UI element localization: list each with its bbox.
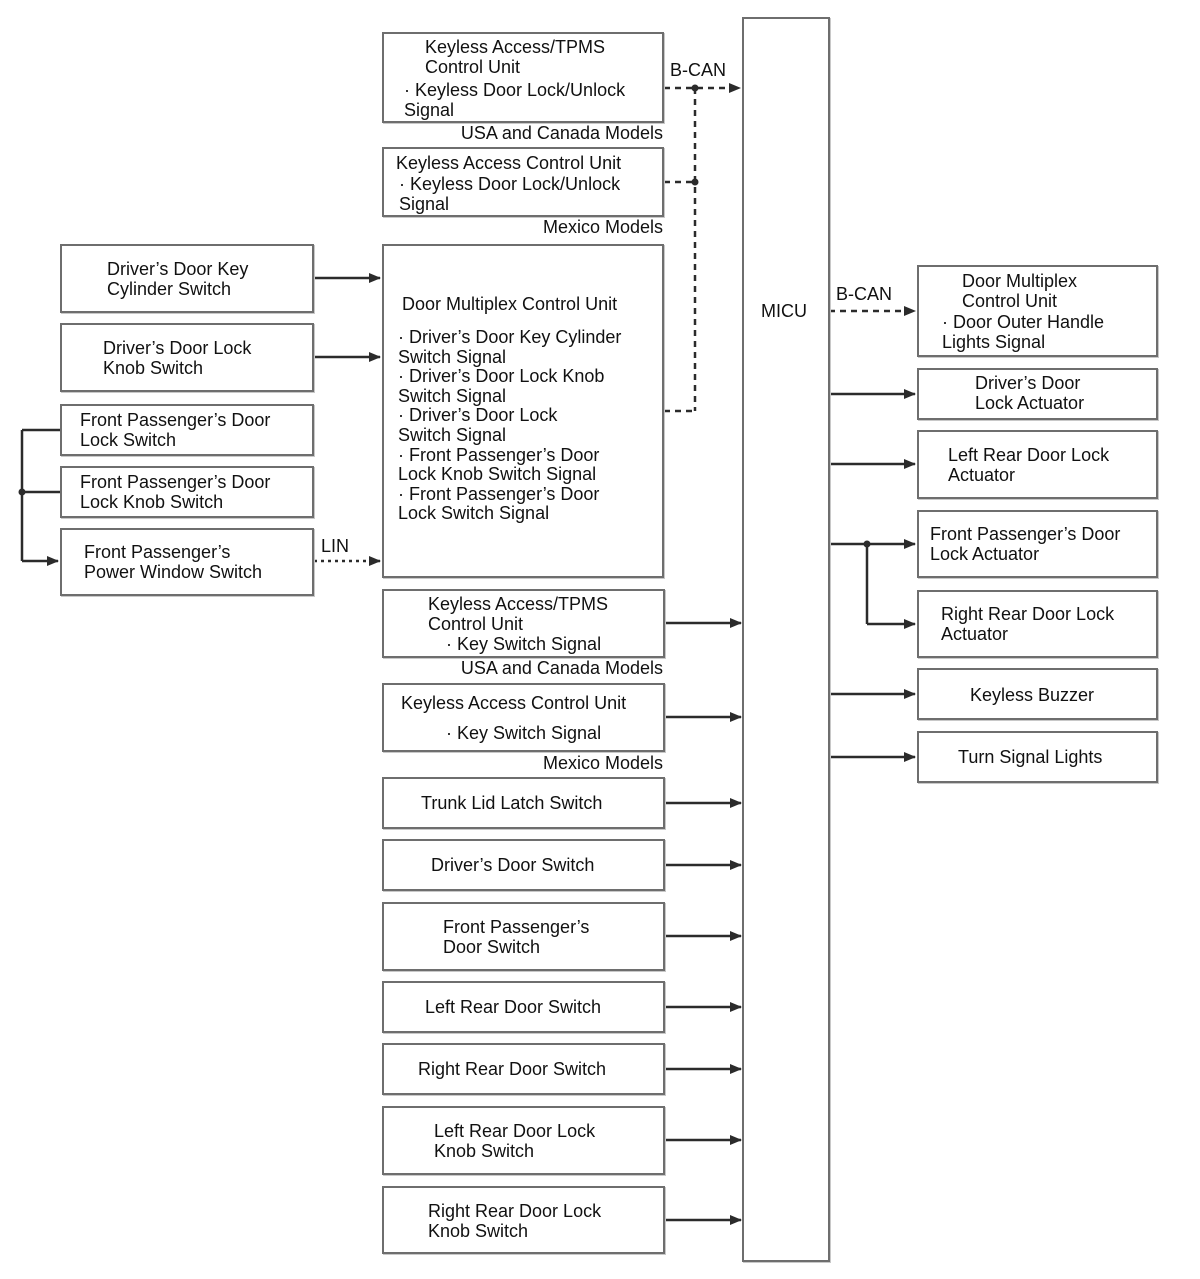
right-rear-door-lock-knob-switch-label: Right Rear Door Lock Knob Switch — [428, 1201, 602, 1241]
junction-rr-branch — [863, 540, 871, 548]
bcan-out-label: B-CAN — [836, 284, 893, 304]
key-switch-signal-label-1: · Key Switch Signal — [446, 634, 602, 654]
driver-door-lock-knob-switch-label: Driver’s Door Lock Knob Switch — [103, 338, 252, 378]
lin-label: LIN — [321, 536, 350, 556]
driver-door-key-cylinder-switch-box: Driver’s Door Key Cylinder Switch — [60, 244, 314, 313]
door-multiplex-control-unit-box: Door Multiplex Control Unit · Driver’s D… — [382, 244, 664, 578]
keyless-tpms-control-unit-label-2: Keyless Access/TPMS Control Unit — [428, 594, 609, 634]
key-switch-signal-label-2: · Key Switch Signal — [446, 723, 602, 743]
front-passenger-door-switch-label: Front Passenger’s Door Switch — [443, 917, 590, 957]
door-outer-handle-lights-signal-label: · Door Outer Handle Lights Signal — [942, 312, 1105, 352]
driver-door-lock-actuator-label: Driver’s Door Lock Actuator — [975, 373, 1085, 413]
junction-bcan-top — [691, 84, 699, 92]
front-passenger-power-window-switch-label: Front Passenger’s Power Window Switch — [84, 542, 263, 582]
keyless-access-control-unit-box-1: Keyless Access Control Unit · Keyless Do… — [382, 147, 664, 217]
keyless-tpms-control-unit-label-1: Keyless Access/TPMS Control Unit — [425, 37, 606, 77]
door-multiplex-control-unit-title: Door Multiplex Control Unit — [402, 294, 618, 314]
driver-door-switch-box: Driver’s Door Switch — [382, 839, 665, 891]
front-passenger-door-lock-knob-switch-label: Front Passenger’s Door Lock Knob Switch — [80, 472, 271, 512]
right-rear-door-lock-actuator-label: Right Rear Door Lock Actuator — [941, 604, 1115, 644]
right-rear-door-lock-actuator-box: Right Rear Door Lock Actuator — [917, 590, 1158, 658]
front-passenger-door-lock-actuator-label: Front Passenger’s Door Lock Actuator — [930, 524, 1121, 564]
left-rear-door-lock-knob-switch-box: Left Rear Door Lock Knob Switch — [382, 1106, 665, 1175]
keyless-access-control-unit-box-2: Keyless Access Control Unit · Key Switch… — [382, 683, 665, 752]
turn-signal-lights-box: Turn Signal Lights — [917, 731, 1158, 783]
micu-label: MICU — [761, 301, 807, 321]
keyless-door-lock-signal-label-1: · Keyless Door Lock/Unlock Signal — [404, 80, 626, 120]
region-label-mexico-2: Mexico Models — [542, 753, 663, 773]
region-label-mexico-1: Mexico Models — [542, 217, 663, 237]
region-label-usa-canada-1: USA and Canada Models — [460, 123, 663, 143]
left-rear-door-switch-label: Left Rear Door Switch — [425, 997, 602, 1017]
keyless-access-control-unit-label-2: Keyless Access Control Unit — [401, 693, 627, 713]
front-passenger-door-switch-box: Front Passenger’s Door Switch — [382, 902, 665, 971]
door-multiplex-output-box: Door Multiplex Control Unit · Door Outer… — [917, 265, 1158, 357]
keyless-buzzer-label: Keyless Buzzer — [970, 685, 1095, 705]
right-rear-door-lock-knob-switch-box: Right Rear Door Lock Knob Switch — [382, 1186, 665, 1254]
left-rear-door-lock-knob-switch-label: Left Rear Door Lock Knob Switch — [434, 1121, 596, 1161]
right-rear-door-switch-box: Right Rear Door Switch — [382, 1043, 665, 1095]
bcan-in-label: B-CAN — [670, 60, 727, 80]
keyless-tpms-control-unit-box-1: Keyless Access/TPMS Control Unit · Keyle… — [382, 32, 664, 123]
keyless-tpms-control-unit-box-2: Keyless Access/TPMS Control Unit · Key S… — [382, 589, 665, 658]
driver-door-key-cylinder-switch-label: Driver’s Door Key Cylinder Switch — [107, 259, 249, 299]
left-rear-door-switch-box: Left Rear Door Switch — [382, 981, 665, 1033]
driver-door-lock-actuator-box: Driver’s Door Lock Actuator — [917, 368, 1158, 420]
front-passenger-power-window-switch-box: Front Passenger’s Power Window Switch — [60, 528, 314, 596]
driver-door-lock-knob-switch-box: Driver’s Door Lock Knob Switch — [60, 323, 314, 392]
region-label-usa-canada-2: USA and Canada Models — [460, 658, 663, 678]
door-multiplex-output-label: Door Multiplex Control Unit — [962, 271, 1078, 311]
left-rear-door-lock-actuator-box: Left Rear Door Lock Actuator — [917, 430, 1158, 499]
front-passenger-door-lock-knob-switch-box: Front Passenger’s Door Lock Knob Switch — [60, 466, 314, 518]
junction-bcan-mid — [691, 178, 699, 186]
trunk-lid-latch-switch-box: Trunk Lid Latch Switch — [382, 777, 665, 829]
driver-door-switch-label: Driver’s Door Switch — [431, 855, 595, 875]
left-rear-door-lock-actuator-label: Left Rear Door Lock Actuator — [948, 445, 1110, 485]
trunk-lid-latch-switch-label: Trunk Lid Latch Switch — [421, 793, 603, 813]
keyless-access-control-unit-label-1: Keyless Access Control Unit — [396, 153, 622, 173]
micu-box: MICU — [742, 17, 830, 1262]
keyless-door-lock-signal-label-2: · Keyless Door Lock/Unlock Signal — [399, 174, 621, 214]
keyless-buzzer-box: Keyless Buzzer — [917, 668, 1158, 720]
front-passenger-door-lock-actuator-box: Front Passenger’s Door Lock Actuator — [917, 510, 1158, 578]
door-multiplex-signals-list: · Driver’s Door Key Cylinder Switch Sign… — [398, 327, 622, 524]
right-rear-door-switch-label: Right Rear Door Switch — [418, 1059, 607, 1079]
front-passenger-door-lock-switch-box: Front Passenger’s Door Lock Switch — [60, 404, 314, 456]
turn-signal-lights-label: Turn Signal Lights — [958, 747, 1103, 767]
front-passenger-door-lock-switch-label: Front Passenger’s Door Lock Switch — [80, 410, 271, 450]
junction-fp-bus — [18, 488, 26, 496]
